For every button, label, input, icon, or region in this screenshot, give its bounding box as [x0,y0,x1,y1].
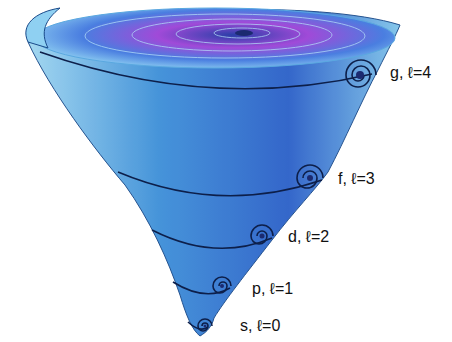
top-swirl [35,8,395,68]
swirl-eye [235,30,253,36]
orbital-label: p, ℓ=1 [252,280,293,298]
spiral-curls [198,60,376,331]
swirl-rings [85,14,365,58]
orbital-label: f, ℓ=3 [338,170,375,188]
curl-centers [204,71,365,328]
shell-bands [40,52,372,329]
orbital-label: d, ℓ=2 [288,228,329,246]
brim-flare [26,8,60,48]
orbital-label: s, ℓ=0 [240,317,280,335]
orbital-label: g, ℓ=4 [390,64,431,82]
